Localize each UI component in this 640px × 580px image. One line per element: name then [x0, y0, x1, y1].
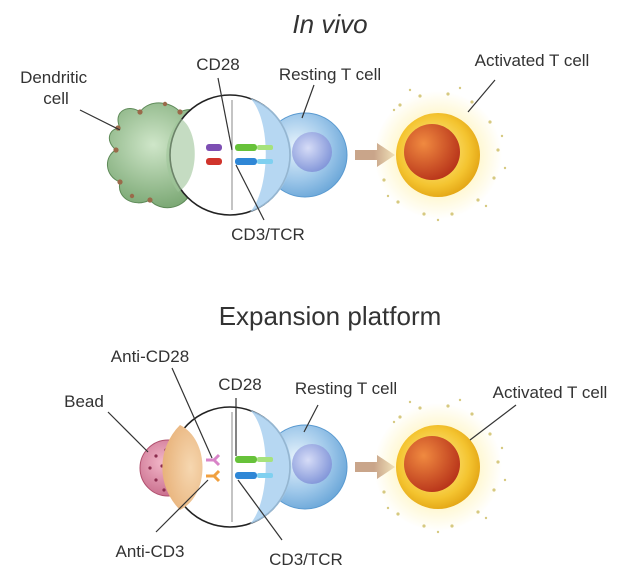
panel-expansion-platform: Expansion platform [64, 301, 607, 569]
label-dendritic-line-1: Dendritic [20, 68, 88, 87]
activated-t-cell [374, 86, 507, 222]
label-dendritic-line-2: cell [43, 89, 69, 108]
synapse-magnifier [166, 94, 292, 216]
label-resting-t-cell: Resting T cell [295, 379, 397, 398]
activated-t-cell [374, 398, 507, 534]
panel-in-vivo: In vivo [20, 9, 589, 244]
label-dendritic-cell: Dendritic cell [20, 68, 92, 108]
antibody-anti-cd3 [206, 469, 273, 483]
label-cd3-tcr: CD3/TCR [231, 225, 305, 244]
receptor-pair-cd28 [206, 144, 273, 151]
label-cd28: CD28 [218, 375, 261, 394]
panel-title: Expansion platform [219, 301, 442, 331]
label-bead: Bead [64, 392, 104, 411]
label-cd28: CD28 [196, 55, 239, 74]
receptor-pair-cd3tcr [206, 158, 273, 165]
label-activated-t-cell: Activated T cell [493, 383, 608, 402]
antibody-anti-cd28 [206, 453, 273, 467]
label-activated-t-cell: Activated T cell [475, 51, 590, 70]
label-resting-t-cell: Resting T cell [279, 65, 381, 84]
panel-title: In vivo [292, 9, 367, 39]
label-anti-cd28: Anti-CD28 [111, 347, 189, 366]
label-anti-cd3: Anti-CD3 [116, 542, 185, 561]
synapse-magnifier [162, 406, 292, 528]
label-cd3-tcr: CD3/TCR [269, 550, 343, 569]
